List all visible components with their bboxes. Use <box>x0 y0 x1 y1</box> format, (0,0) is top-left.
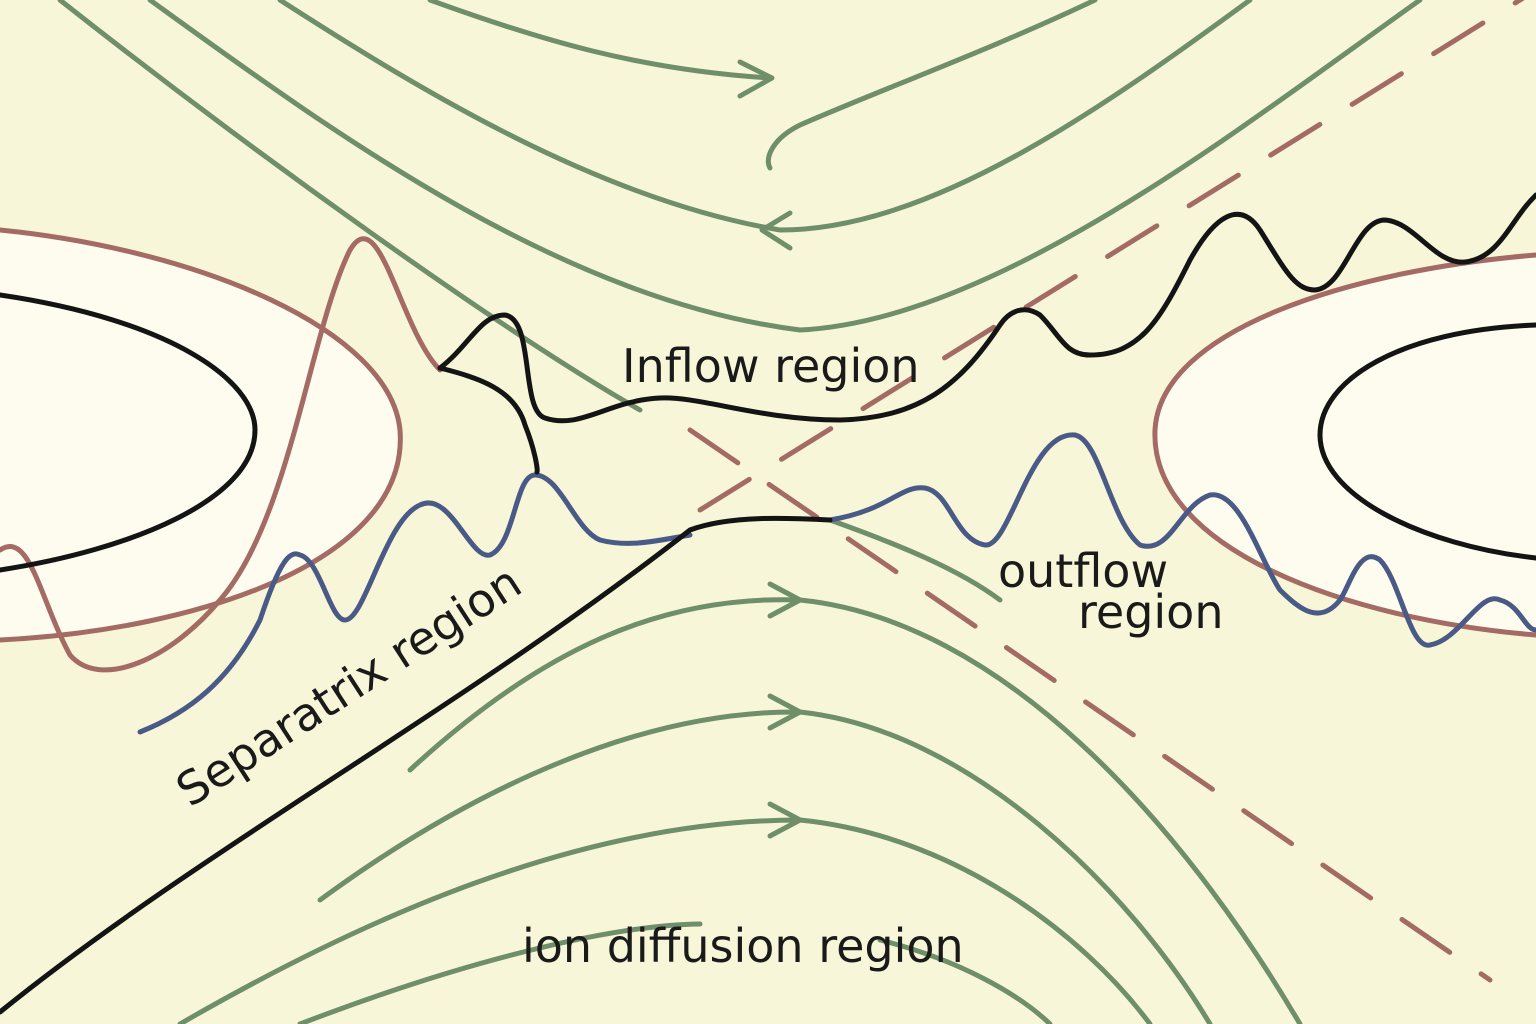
field-line-bottom-2 <box>407 597 1303 1024</box>
lower-field-lines <box>177 517 1303 1024</box>
left-island-fill <box>0 230 401 640</box>
field-line-top-4 <box>147 0 1423 333</box>
arrow-right-icon <box>767 693 803 731</box>
field-line-top-3 <box>277 0 1253 233</box>
boundary-curves <box>0 227 1536 673</box>
x-point-dashes <box>687 0 1525 983</box>
dashed-line-ascending <box>697 0 1525 513</box>
right-boundary <box>1152 252 1536 638</box>
arrow-right-icon <box>767 581 803 619</box>
label-inflow-region: Inflow region <box>622 339 920 393</box>
dashed-line-descending <box>687 427 1493 983</box>
left-wave <box>137 472 693 735</box>
left-separatrix-loop <box>0 292 258 573</box>
right-wave <box>827 432 1536 648</box>
upper-field-lines <box>57 0 1423 413</box>
field-line-bottom-6 <box>877 937 1053 1024</box>
field-line-bottom-4 <box>177 817 1153 1024</box>
arrow-right-icon <box>767 801 803 839</box>
field-line-bottom-1 <box>827 517 1003 603</box>
lower-separatrix <box>0 515 833 1015</box>
arrow-right-icon <box>737 59 775 99</box>
arrow-left-icon <box>759 210 793 251</box>
right-separatrix-loop <box>1317 322 1536 561</box>
label-outflow-region-line2: region <box>1078 585 1223 639</box>
wave-lines <box>137 432 1536 735</box>
field-line-top-2 <box>765 0 1098 171</box>
label-ion-diffusion-region: ion diffusion region <box>522 919 964 973</box>
field-line-top-5 <box>57 0 643 413</box>
field-line-bottom-5 <box>297 921 703 1024</box>
left-boundary-outer <box>0 227 403 643</box>
left-boundary-pulse <box>0 236 443 673</box>
label-outflow-region-line1: outflow <box>998 544 1168 598</box>
upper-separatrix <box>437 192 1536 424</box>
separatrix-lines <box>0 192 1536 1015</box>
separatrix-hook <box>437 365 540 475</box>
field-line-top-1 <box>427 0 773 81</box>
